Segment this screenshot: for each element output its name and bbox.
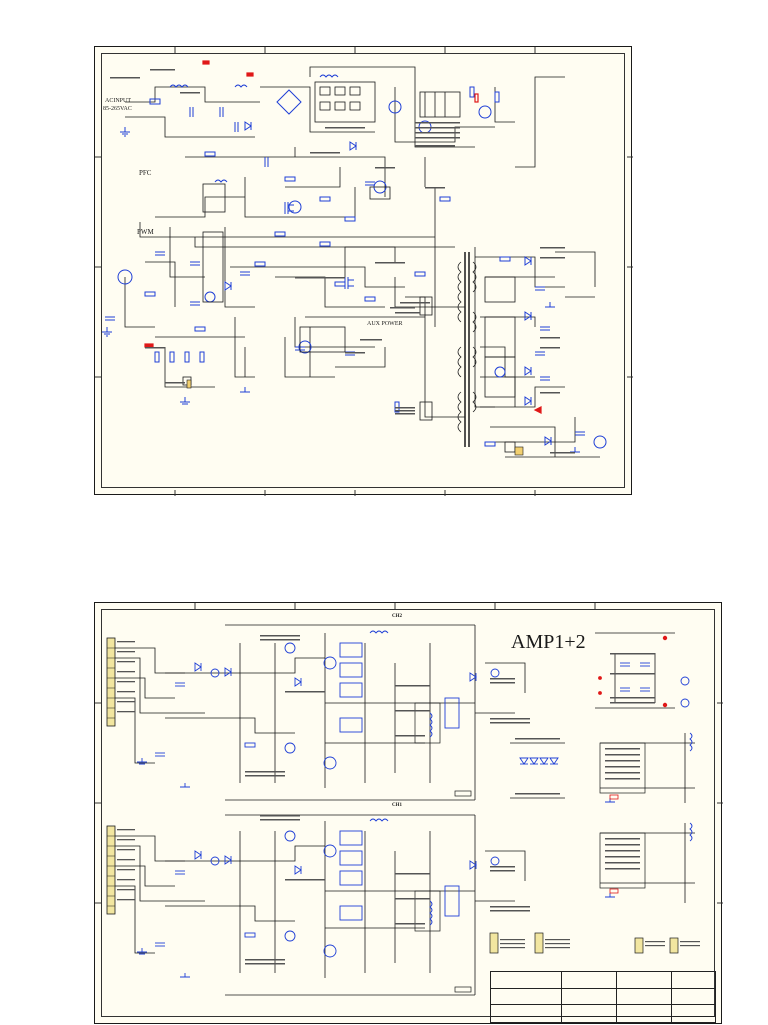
sheet-inner-border	[101, 609, 715, 1017]
amplifier-circuit	[95, 603, 723, 996]
amplifier-title: AMP1+2	[511, 631, 586, 653]
channel-1-label: CH1	[392, 803, 402, 808]
pwm-label: PWM	[137, 228, 154, 236]
power-supply-schematic: ACINPUT 85-265VAC PFC PWM AUX POWER	[94, 46, 633, 496]
channel-2-label: CH2	[392, 614, 402, 619]
pfc-label: PFC	[139, 169, 152, 177]
aux-power-label: AUX POWER	[367, 321, 403, 327]
ac-range-label: 85-265VAC	[103, 106, 132, 112]
amplifier-schematic: CH2 CH1 AMP1+2	[94, 602, 723, 1024]
ac-input-label: ACINPUT	[105, 98, 132, 104]
power-supply-circuit	[95, 47, 633, 496]
sheet-inner-border	[101, 53, 625, 488]
title-block	[490, 971, 716, 1023]
